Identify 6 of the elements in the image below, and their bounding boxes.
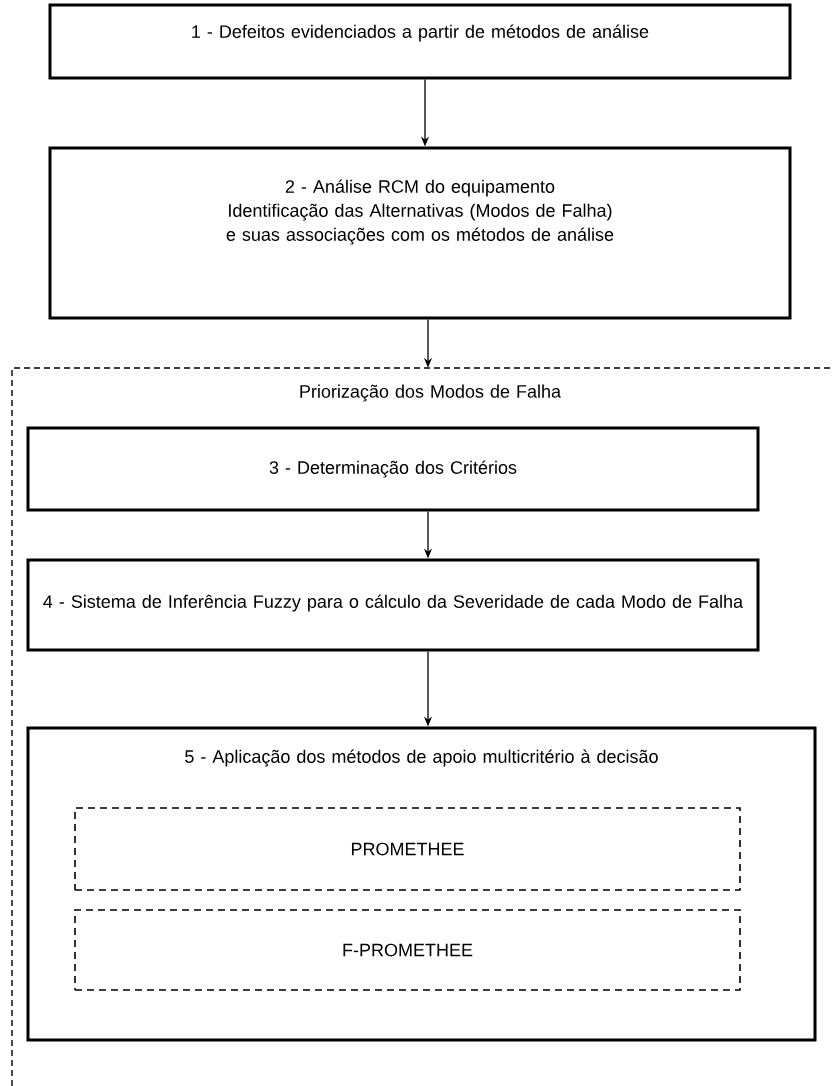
method-box: F-PROMETHEE — [74, 909, 741, 991]
process-box: 4 - Sistema de Inferência Fuzzy para o cálculo da Severidade de cada Modo de Falha — [26, 558, 760, 652]
method-box: PROMETHEE — [74, 807, 741, 891]
process-box: 3 - Determinação dos Critérios — [26, 426, 760, 512]
process-box: 2 - Análise RCM do equipamento Identificação das Alternativas (Modos de Falha) e suas associações com os métodos de análise — [48, 146, 792, 320]
process-box: 1 - Defeitos evidenciados a partir de métodos de análise — [48, 3, 792, 80]
